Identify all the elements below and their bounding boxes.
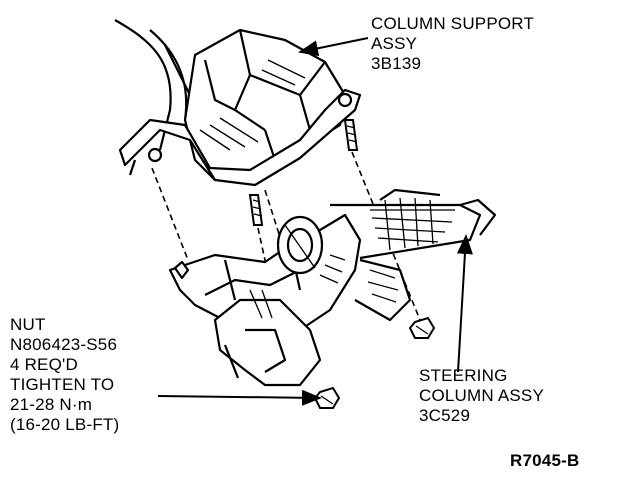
steering-column-line-2: COLUMN ASSY — [419, 386, 545, 405]
nut-line-5: 21-28 N·m — [10, 395, 93, 414]
figure-code: R7045-B — [510, 451, 580, 470]
column-support-line-2: ASSY — [371, 34, 418, 53]
steering-column-label: STEERING COLUMN ASSY 3C529 — [419, 366, 544, 426]
steering-column-line-1: STEERING — [419, 366, 508, 385]
nut-line-1: NUT — [10, 315, 46, 334]
column-support-label: COLUMN SUPPORT ASSY 3B139 — [371, 14, 534, 74]
nut-line-2: N806423-S56 — [10, 335, 118, 354]
support-leader — [298, 37, 369, 57]
steering-column-line-3: 3C529 — [419, 406, 471, 425]
nuts — [313, 316, 436, 409]
nut-leader — [157, 389, 322, 406]
steering-column-assembly — [168, 188, 497, 387]
nut-line-6: (16-20 LB-FT) — [10, 415, 120, 434]
nut-line-3: 4 REQ'D — [10, 355, 78, 374]
column-support-line-3: 3B139 — [371, 54, 422, 73]
leader-lines — [157, 37, 473, 406]
column-support-line-1: COLUMN SUPPORT — [371, 14, 535, 33]
column-support-assembly — [114, 19, 362, 187]
nut-label: NUT N806423-S56 4 REQ'D TIGHTEN TO 21-28… — [10, 315, 119, 435]
nut-line-4: TIGHTEN TO — [10, 375, 115, 394]
column-leader — [456, 234, 473, 373]
support-studs — [248, 119, 359, 226]
